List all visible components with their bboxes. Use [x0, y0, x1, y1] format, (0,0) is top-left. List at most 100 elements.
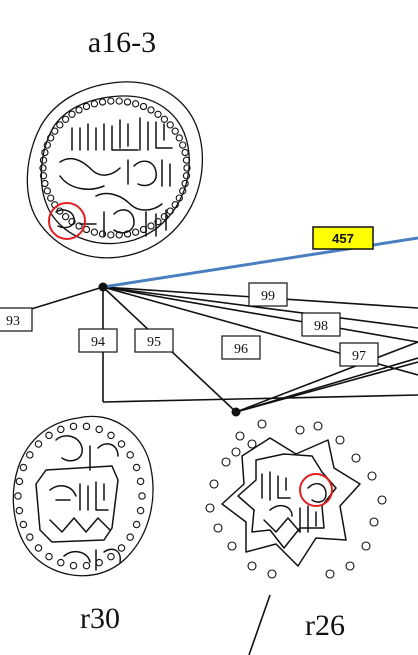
coin-border-dot: [205, 503, 215, 513]
edge-label-98: 98: [301, 312, 341, 337]
coin-border-dot: [325, 569, 335, 579]
figure-title: a16-3: [88, 26, 156, 59]
coin-border-dot: [313, 421, 323, 431]
coin-border-dot: [345, 561, 355, 571]
coin-border-dot: [160, 213, 169, 221]
coin-border-dot: [171, 127, 179, 135]
highlight-circle-r26: [299, 473, 333, 507]
coin-border-dot: [182, 156, 191, 164]
edge-label-95-text: 95: [147, 335, 161, 350]
coin-border-dot: [117, 544, 126, 552]
coin-border-dot: [57, 425, 65, 434]
coin-border-dot: [47, 134, 55, 142]
node-a16-3: [98, 282, 108, 292]
coin-border-dot: [181, 179, 189, 188]
coin-border-dot: [147, 106, 155, 114]
pointer-line: [248, 594, 271, 655]
coin-border-dot: [367, 471, 377, 481]
coin-border-dot: [69, 422, 78, 431]
coin-label-r26: r26: [305, 609, 345, 642]
coin-border-dot: [69, 561, 78, 570]
coin-border-dot: [57, 558, 65, 567]
coin-border-dot: [132, 520, 141, 529]
coin-border-dot: [19, 463, 28, 472]
coin-border-dot: [136, 506, 145, 515]
coin-border-dot: [107, 97, 115, 105]
coin-border-dot: [126, 533, 134, 541]
coin-border-dot: [82, 561, 91, 570]
coin-border-dot: [295, 425, 305, 435]
coin-border-dot: [107, 431, 115, 440]
coin-border-dot: [82, 422, 91, 431]
coin-border-dot: [15, 477, 24, 486]
coin-border-dot: [247, 561, 257, 571]
coin-border-dot: [123, 230, 132, 238]
coin-border-dot: [15, 506, 24, 515]
coin-border-dot: [75, 222, 83, 230]
coin-border-dot: [107, 231, 115, 239]
coin-border-dot: [181, 148, 189, 157]
coin-border-dot: [235, 431, 245, 441]
coin-border-dot: [147, 222, 155, 230]
coin-r30: [12, 415, 154, 577]
coin-border-dot: [41, 148, 49, 157]
coin-border-dot: [45, 431, 53, 440]
coin-border-dot: [56, 121, 64, 129]
coin-border-dot: [45, 552, 53, 561]
coin-border-dot: [123, 98, 132, 106]
node-r26: [231, 407, 241, 417]
coin-border-dot: [221, 457, 231, 467]
coin-border-dot: [39, 156, 48, 164]
coin-border-dot: [95, 425, 103, 434]
coin-r26: [205, 419, 387, 579]
coin-border-dot: [34, 544, 43, 552]
coin-border-dot: [227, 541, 237, 551]
coin-border-dot: [41, 179, 49, 188]
coin-border-dot: [61, 115, 70, 123]
coin-border-dot: [47, 194, 55, 202]
coin-border-dot: [117, 440, 126, 448]
edge-label-99-text: 99: [261, 289, 275, 304]
coin-border-dot: [131, 228, 140, 236]
edge-label-97: 97: [339, 342, 379, 367]
coin-border-dot: [247, 439, 257, 449]
coin-border-dot: [98, 98, 107, 106]
coin-border-dot: [34, 440, 43, 448]
coin-border-dot: [51, 127, 59, 135]
coin-border-dot: [182, 172, 191, 180]
coin-border-dot: [98, 230, 107, 238]
edge-label-96-text: 96: [234, 342, 248, 357]
edge-label-93-text: 93: [6, 314, 20, 329]
coin-border-dot: [43, 141, 51, 149]
highlight-label-box-457: 457: [312, 226, 374, 250]
coin-border-dot: [75, 106, 83, 114]
coin-border-dot: [179, 187, 187, 195]
coin-border-dot: [160, 115, 169, 123]
coin-border-dot: [166, 121, 174, 129]
coin-border-dot: [26, 451, 34, 459]
coin-border-dot: [361, 541, 371, 551]
coin-border-dot: [68, 110, 76, 118]
coin-border-dot: [131, 100, 140, 108]
coin-border-dot: [351, 453, 361, 463]
coin-label-r30: r30: [80, 602, 120, 635]
coin-border-dot: [213, 523, 223, 533]
coin-border-dot: [43, 187, 51, 195]
coin-border-dot: [166, 207, 174, 215]
coin-border-dot: [26, 533, 34, 541]
coin-border-dot: [132, 463, 141, 472]
coin-border-dot: [154, 110, 162, 118]
coin-a16-3: [26, 81, 204, 259]
edge-label-94-text: 94: [91, 335, 105, 350]
coin-border-dot: [14, 492, 22, 500]
coin-border-dot: [209, 479, 219, 489]
edge-label-94: 94: [78, 328, 118, 353]
coin-border-dot: [377, 495, 387, 505]
highlight-circle-a16-3: [48, 202, 86, 240]
highlight-label-457: 457: [332, 231, 354, 246]
coin-border-dot: [39, 172, 48, 180]
coin-border-dot: [95, 558, 103, 567]
coin-border-dot: [175, 134, 183, 142]
coin-border-dot: [183, 164, 191, 172]
